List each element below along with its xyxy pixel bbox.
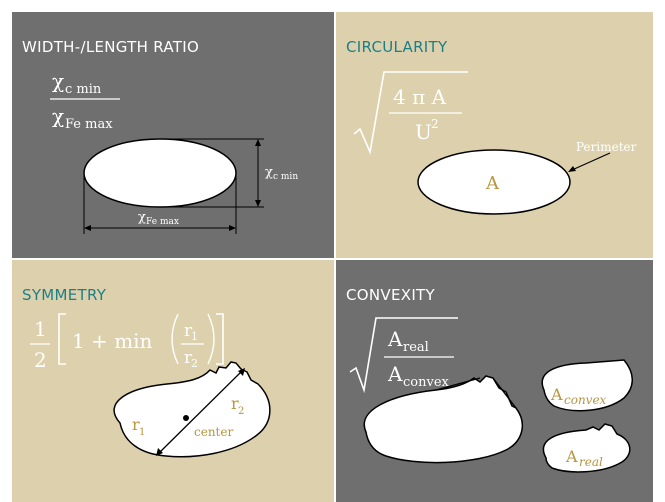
convexity-panel: CONVEXITY A real A convex A convex A rea… [336, 260, 653, 502]
width-arrow-right [229, 225, 236, 231]
area-label: A [485, 173, 500, 194]
right-bracket [216, 313, 224, 365]
conv-den-sub: convex [403, 375, 450, 390]
conv-den-base: A [387, 362, 403, 386]
height-label-sub: c min [273, 172, 298, 182]
convexity-shape [363, 375, 524, 464]
circularity-diagram: 4 π A U 2 A Perimeter [353, 71, 637, 215]
wl-den-base: χ [52, 104, 64, 128]
r1-arrowhead [156, 448, 163, 456]
center-dot [183, 415, 189, 421]
circularity-shape [417, 149, 571, 215]
convex-hull-shape [541, 359, 633, 412]
radius-line [158, 370, 243, 454]
frac-num-sub: 1 [191, 330, 198, 343]
circularity-title: CIRCULARITY [346, 38, 448, 56]
perimeter-label: Perimeter [576, 140, 637, 154]
particle-ellipse [83, 138, 237, 208]
convexity-title: CONVEXITY [346, 286, 435, 304]
circularity-radical [353, 71, 468, 155]
conv-num-sub: real [403, 340, 429, 355]
real-label-base: A [565, 447, 578, 466]
hull-line-right [492, 377, 517, 409]
r1-label-base: r [132, 415, 140, 434]
perimeter-arrowhead [568, 166, 576, 172]
convexity-radical [349, 317, 458, 394]
width-label-sub: Fe max [146, 217, 179, 227]
width-length-title: WIDTH-/LENGTH RATIO [22, 38, 200, 56]
width-label-base: χ [138, 210, 146, 225]
frac-den-base: r [184, 348, 193, 368]
left-paren [171, 313, 179, 365]
center-label: center [194, 425, 233, 439]
r2-label-base: r [231, 394, 239, 413]
height-label-base: χ [265, 165, 273, 180]
height-arrow-top [255, 139, 261, 146]
wl-num-sub: c min [65, 82, 102, 97]
circularity-panel: CIRCULARITY 4 π A U 2 A Perimeter [336, 12, 653, 258]
real-shape [542, 423, 631, 473]
symmetry-panel: SYMMETRY 1 2 1 + min r 1 r 2 [12, 260, 334, 502]
width-arrow-left [84, 225, 91, 231]
symmetry-shape [113, 361, 271, 458]
r2-arrowhead [238, 368, 245, 376]
half-den: 2 [34, 348, 47, 372]
frac-num-base: r [184, 321, 193, 341]
circ-formula-den-sup: 2 [431, 117, 439, 131]
height-arrow-bottom [255, 200, 261, 207]
wl-den-sub: Fe max [65, 117, 113, 132]
left-bracket [58, 313, 66, 365]
half-num: 1 [34, 317, 47, 341]
one-plus-min: 1 + min [72, 329, 153, 353]
r2-label-sub: 2 [238, 406, 244, 417]
wl-num-base: χ [52, 69, 64, 93]
convex-label-sub: convex [564, 393, 607, 407]
perimeter-pointer [571, 152, 611, 171]
width-length-diagram: χ c min χ Fe max χ c min χ Fe max [50, 69, 298, 234]
circ-formula-den-base: U [415, 120, 432, 144]
frac-den-sub: 2 [191, 357, 198, 370]
convexity-diagram: A real A convex A convex A real [349, 317, 633, 473]
width-length-panel: WIDTH-/LENGTH RATIO χ c min χ Fe max χ c… [12, 12, 334, 258]
symmetry-title: SYMMETRY [22, 286, 107, 304]
convex-label-base: A [550, 385, 563, 404]
circ-formula-num: 4 π A [393, 85, 447, 109]
hull-line-top [435, 377, 481, 391]
right-paren [207, 313, 215, 365]
conv-num-base: A [387, 327, 403, 351]
symmetry-diagram: 1 2 1 + min r 1 r 2 r 1 r 2 [30, 313, 271, 458]
real-label-sub: real [579, 455, 603, 469]
r1-label-sub: 1 [139, 427, 145, 438]
